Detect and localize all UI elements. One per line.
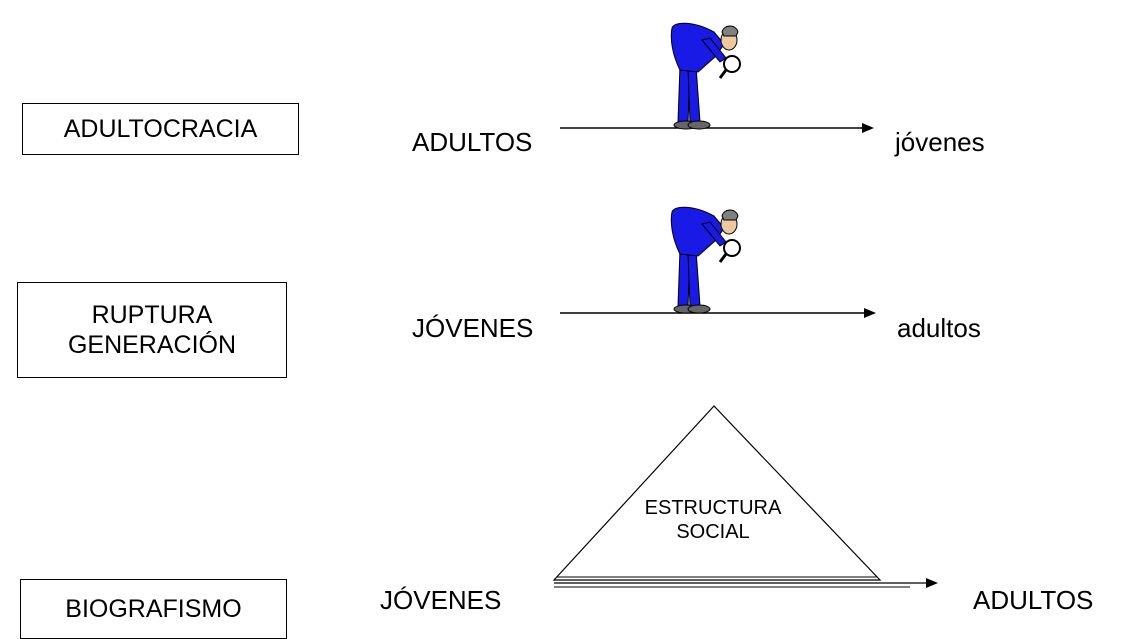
row1-right-label: jóvenes [895, 127, 985, 157]
adultocracia-label: ADULTOCRACIA [63, 115, 258, 143]
biografismo-box: BIOGRAFISMO [20, 579, 287, 639]
adultocracia-box: ADULTOCRACIA [22, 103, 299, 155]
ruptura-generacion-label: RUPTURA GENERACIÓN [67, 301, 237, 359]
inspector-with-magnifier-icon [670, 22, 741, 130]
row2-left-label: JÓVENES [412, 313, 534, 343]
estructura-social-triangle [552, 405, 882, 581]
biografismo-label: BIOGRAFISMO [65, 595, 242, 623]
row3-left-label: JÓVENES [380, 585, 502, 615]
estructura-social-label: ESTRUCTURA SOCIAL [644, 497, 782, 543]
row3-right-label: ADULTOS [973, 585, 1094, 615]
row1-left-label: ADULTOS [412, 127, 533, 157]
inspector-with-magnifier-icon [670, 206, 741, 314]
ruptura-generacion-box: RUPTURA GENERACIÓN [17, 282, 287, 378]
row2-right-label: adultos [897, 313, 981, 343]
